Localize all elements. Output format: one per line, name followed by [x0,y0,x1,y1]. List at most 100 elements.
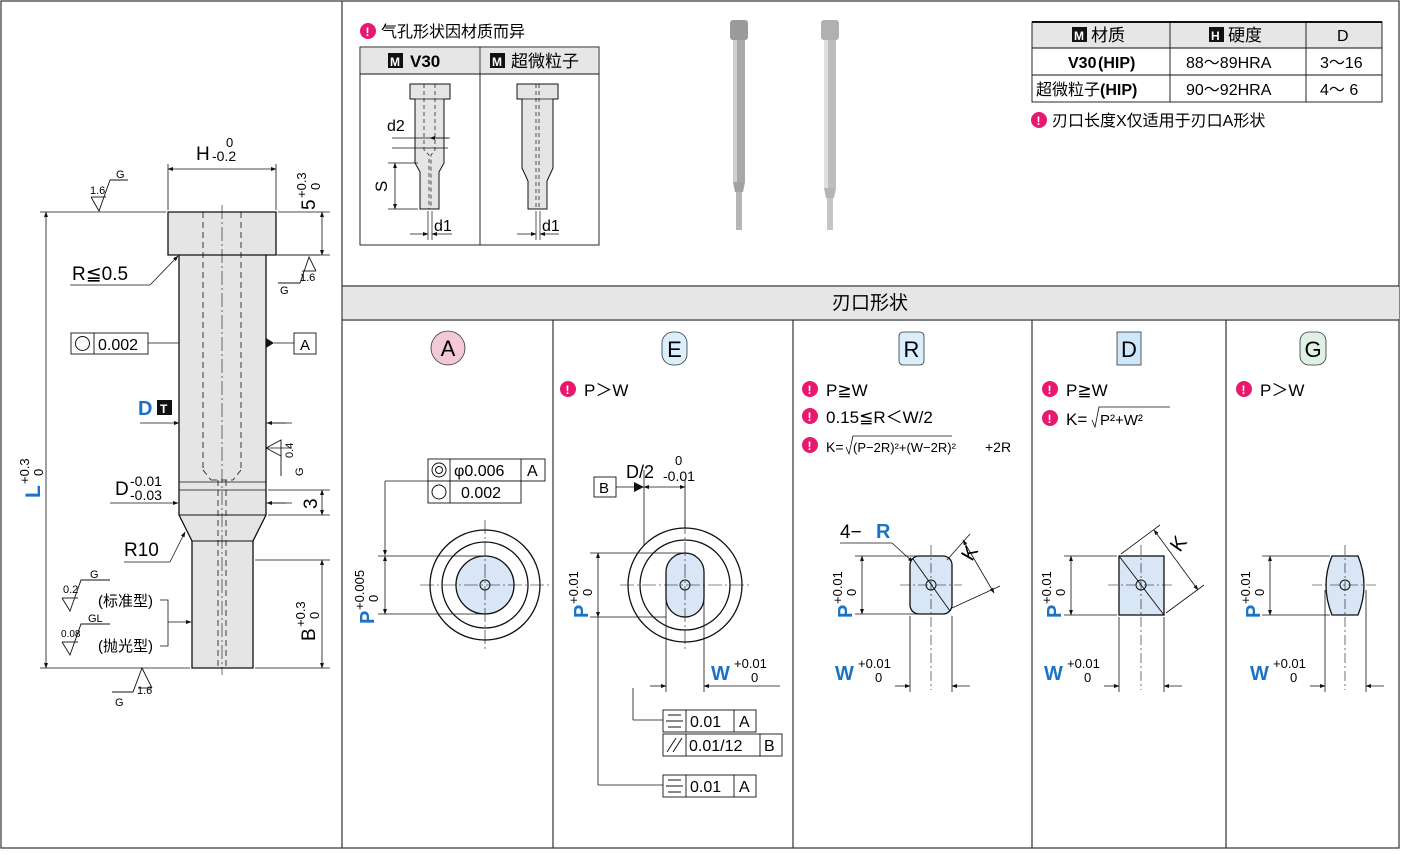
surface-roughness-icon: 1.6 G [276,254,320,297]
svg-text:0: 0 [751,670,758,685]
svg-text:W: W [1250,663,1269,685]
svg-text:A: A [527,463,538,480]
b-dimension: B +0.3 0 [255,559,330,669]
shape-r-badge [898,331,925,366]
surface-roughness-icon: 0.4 G [265,439,306,476]
svg-text:0: 0 [1252,589,1267,596]
datum-a: A [266,332,317,355]
head-5-tol-upper: +0.3 [294,172,309,198]
svg-text:0.15≦R＜W/2: 0.15≦R＜W/2 [826,408,933,427]
svg-text:0.002: 0.002 [461,485,501,502]
punch-side-view [167,205,277,675]
surface-roughness-icon: 0.08 GL [61,613,110,657]
surface-roughness-icon: 1.6 G [112,666,153,709]
svg-text:+0.01: +0.01 [566,571,581,604]
svg-text:!: ! [1037,114,1041,128]
svg-text:P: P [571,605,593,618]
circularity-frame: 0.002 [70,332,179,355]
note-icon [1031,112,1047,128]
svg-text:GL: GL [88,613,103,625]
svg-text:S: S [372,181,391,192]
svg-text:+0.01: +0.01 [858,656,891,671]
svg-text:!: ! [1048,412,1052,426]
vent-carbide-sketch: d1 [516,83,560,240]
svg-text:+2R: +2R [985,439,1011,455]
svg-text:P≧W: P≧W [826,381,868,400]
circularity-icon [75,336,90,351]
svg-text:!: ! [808,383,812,397]
svg-text:0: 0 [366,595,381,602]
svg-text:A: A [739,714,750,731]
svg-text:0: 0 [31,469,46,476]
svg-text:P: P [1044,605,1066,618]
three-dimension: 3 [268,489,330,516]
datum-triangle-icon [266,338,274,348]
svg-text:P: P [357,611,379,624]
svg-text:1.6: 1.6 [137,685,152,697]
svg-text:P: P [835,605,857,618]
svg-text:!: ! [1242,383,1246,397]
svg-text:R: R [904,337,920,362]
shape-r-cell: R ! P≧W ! 0.15≦R＜W/2 ! K= (P−2R)²+(W−2R)… [802,331,1011,692]
svg-text:B: B [299,628,320,641]
std-type-label: (标准型) [98,593,153,610]
svg-text:4～ 6: 4～ 6 [1320,82,1358,99]
h-dimension: H 0 -0.2 [167,135,277,210]
punch-photo-left [730,20,748,230]
vent-v30-sketch: d2 S d1 [372,83,452,240]
svg-text:(HIP): (HIP) [1098,55,1135,72]
svg-text:D: D [115,479,129,500]
hidden-vent-lines [202,212,242,668]
svg-text:0: 0 [580,589,595,596]
svg-text:!: ! [366,25,370,39]
svg-text:R: R [876,521,891,543]
shape-g-badge [1299,331,1327,366]
svg-text:H: H [1211,29,1220,43]
material-badge-icon [490,53,505,68]
svg-text:3: 3 [301,498,322,509]
svg-text:气孔形状因材质而异: 气孔形状因材质而异 [381,23,525,41]
head-5-label: 5 [299,199,320,210]
svg-text:G: G [280,285,289,297]
svg-text:0: 0 [307,612,322,619]
svg-text:硬度: 硬度 [1228,26,1262,45]
svg-text:0: 0 [1084,670,1091,685]
pol-type-label: (抛光型) [98,638,153,655]
svg-text:A: A [441,336,456,361]
svg-text:0: 0 [844,589,859,596]
svg-text:材质: 材质 [1091,26,1125,45]
svg-text:4−: 4− [840,522,862,543]
vent-col1-header-bg [361,48,479,74]
svg-text:W: W [1044,663,1063,685]
svg-text:!: ! [566,383,570,397]
note-icon [1042,381,1058,397]
svg-text:d2: d2 [387,118,405,135]
material-table: M 材质 H 硬度 D V30 (HIP) 88～89HRA 3～16 超微粒子… [1031,21,1383,103]
note-icon [560,381,576,397]
svg-text:+0.01: +0.01 [1067,656,1100,671]
svg-text:-0.03: -0.03 [130,487,162,503]
svg-text:W: W [711,663,730,685]
svg-text:3～16: 3～16 [1320,55,1363,72]
head-5-tol-lower: 0 [308,183,323,190]
shape-e-cell: E ! P＞W B D/2 0 -0.01 P +0.01 0 [560,331,783,798]
material-badge-icon [1072,27,1087,42]
svg-text:-0.01: -0.01 [663,468,695,484]
surface-roughness-icon: 1.6 G [40,169,166,213]
r10-leader: R10 [124,531,186,563]
r-label: R≦0.5 [72,264,128,285]
svg-text:d1: d1 [542,218,560,235]
vent-table [359,46,600,246]
svg-text:D: D [1121,337,1137,362]
svg-text:K: K [957,541,983,564]
datum-triangle-icon [634,482,644,492]
svg-text:P: P [1243,605,1265,618]
svg-text:E: E [667,337,682,362]
svg-text:P²+W²: P²+W² [1100,412,1143,429]
svg-text:D: D [1337,28,1349,45]
note-icon [802,437,818,453]
shape-d-badge [1116,331,1142,366]
svg-text:-0.01: -0.01 [130,473,162,489]
